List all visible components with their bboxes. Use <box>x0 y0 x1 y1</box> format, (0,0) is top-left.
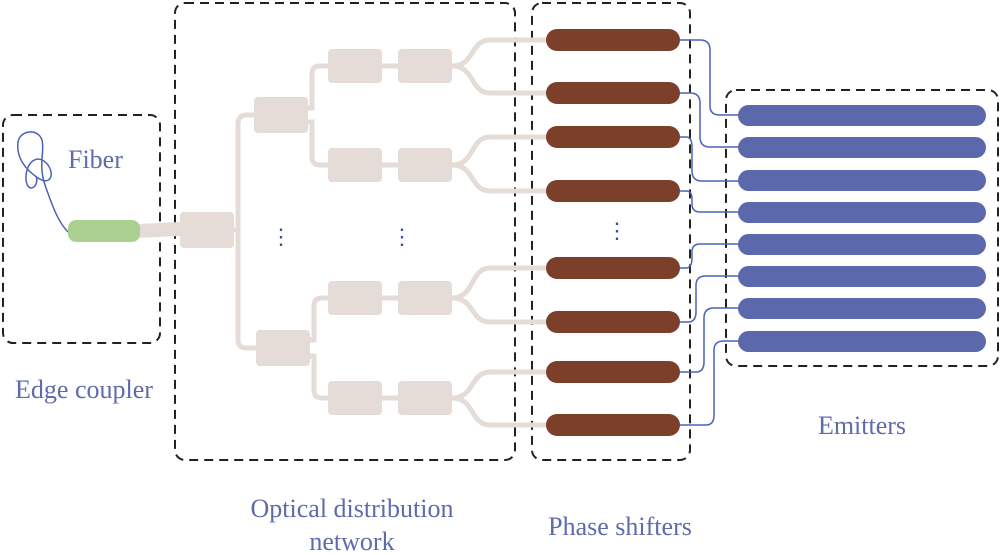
odn-label-line2: network <box>309 527 394 555</box>
edge-coupler <box>68 220 140 242</box>
phase-shifter <box>546 29 680 51</box>
splitter-stage2-a <box>328 49 382 83</box>
emitter <box>738 234 986 255</box>
edge-coupler-label: Edge coupler <box>15 375 153 404</box>
fiber-coil <box>17 131 69 233</box>
splitter-stage3-a <box>398 49 452 83</box>
emitter <box>738 105 986 126</box>
connection-lines <box>680 39 738 426</box>
emitter <box>738 331 986 352</box>
phase-shifter <box>546 126 680 148</box>
waveguides <box>229 37 551 428</box>
splitter-stage3-c <box>398 281 452 315</box>
odn-label-line1: Optical distribution <box>251 494 454 523</box>
splitter-stage1-bottom <box>256 330 310 366</box>
emitters <box>738 105 986 352</box>
phase-shifters-label: Phase shifters <box>548 512 692 541</box>
emitter <box>738 137 986 158</box>
ellipsis-phase-shifters: ⋮ <box>606 218 628 243</box>
coupler-taper <box>138 222 180 238</box>
phase-shifters <box>546 29 680 436</box>
ellipsis-odn-right: ⋮ <box>391 224 413 249</box>
emitter <box>738 202 986 223</box>
phase-shifter <box>546 311 680 333</box>
splitter-stage3-d <box>398 381 452 415</box>
splitter-stage2-b <box>328 148 382 182</box>
fiber-label: Fiber <box>68 145 123 174</box>
emitter <box>738 266 986 287</box>
emitters-box <box>725 89 999 367</box>
phase-shifter <box>546 414 680 436</box>
phase-shifter <box>546 361 680 383</box>
phase-shifter <box>546 82 680 104</box>
phase-shifter <box>546 180 680 202</box>
splitter-stage1-top <box>254 97 308 133</box>
splitter-stage2-c <box>328 281 382 315</box>
emitter <box>738 298 986 319</box>
emitters-label: Emitters <box>818 411 906 440</box>
splitter-root <box>180 212 234 248</box>
ellipsis-odn-left: ⋮ <box>270 224 292 249</box>
splitters <box>180 49 452 415</box>
phase-shifters-box <box>531 2 691 461</box>
splitter-stage3-b <box>398 148 452 182</box>
emitter <box>738 170 986 191</box>
splitter-stage2-d <box>328 381 382 415</box>
phase-shifter <box>546 257 680 279</box>
